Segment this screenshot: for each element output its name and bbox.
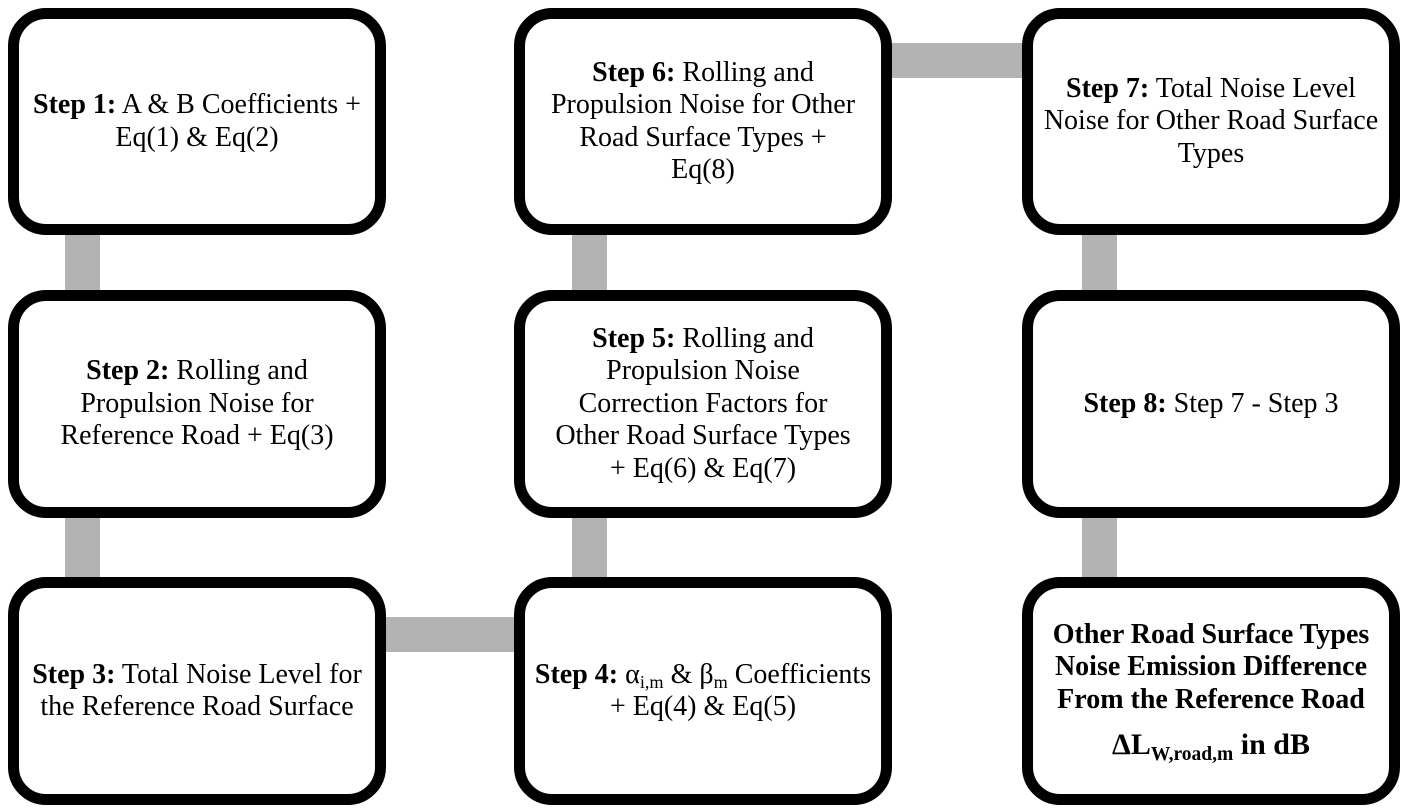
connector-step6-step7 [886, 43, 1030, 78]
step1-text: Step 1: A & B Coefficients + Eq(1) & Eq(… [25, 89, 370, 154]
step4-text: Step 4: αi,m & βm Coefficients + Eq(4) &… [531, 659, 876, 724]
step5-label: Step 5: [592, 322, 676, 354]
step3-text: Step 3: Total Noise Level for the Refere… [25, 659, 370, 724]
flow-box-step2: Step 2: Rolling and Propulsion Noise for… [8, 290, 386, 518]
result-formula-unit: in dB [1233, 728, 1310, 762]
connector-step3-step4 [378, 617, 522, 652]
step2-text: Step 2: Rolling and Propulsion Noise for… [43, 355, 351, 452]
step1-label: Step 1: [33, 89, 117, 121]
step5-description: Rolling and Propulsion Noise Correction … [555, 322, 851, 484]
flow-box-step5: Step 5: Rolling and Propulsion Noise Cor… [514, 290, 892, 518]
flow-box-step8: Step 8: Step 7 - Step 3 [1022, 290, 1400, 518]
step8-text: Step 8: Step 7 - Step 3 [1083, 388, 1338, 420]
connector-step8-result [1082, 508, 1117, 588]
step2-description: Rolling and Propulsion Noise for Referen… [60, 355, 334, 452]
step4-description: Coefficients + Eq(4) & Eq(5) [609, 658, 872, 722]
flow-box-step4: Step 4: αi,m & βm Coefficients + Eq(4) &… [514, 577, 892, 805]
step4-alpha-subscript: i,m [639, 671, 664, 692]
step7-description: Total Noise Level Noise for Other Road S… [1043, 72, 1379, 169]
step4-alpha: α [618, 658, 640, 690]
step4-beta: & β [663, 658, 714, 690]
result-text: Other Road Surface Types Noise Emission … [1040, 618, 1382, 765]
step3-label: Step 3: [32, 658, 116, 690]
connector-step4-step5 [572, 508, 607, 588]
flow-box-result: Other Road Surface Types Noise Emission … [1022, 577, 1400, 805]
result-formula-subscript: W,road,m [1150, 743, 1234, 765]
result-formula-delta-l: ΔL [1112, 728, 1151, 762]
flow-box-step7: Step 7: Total Noise Level Noise for Othe… [1022, 8, 1400, 235]
step6-description: Rolling and Propulsion Noise for Other R… [550, 56, 856, 185]
step5-text: Step 5: Rolling and Propulsion Noise Cor… [549, 323, 857, 485]
step3-description: Total Noise Level for the Reference Road… [40, 658, 362, 722]
step4-beta-subscript: m [713, 671, 728, 692]
flow-box-step3: Step 3: Total Noise Level for the Refere… [8, 577, 386, 805]
flow-box-step1: Step 1: A & B Coefficients + Eq(1) & Eq(… [8, 8, 386, 235]
step4-label: Step 4: [534, 658, 619, 690]
step8-description: Step 7 - Step 3 [1166, 387, 1339, 419]
connector-step2-step3 [65, 508, 100, 588]
flow-box-step6: Step 6: Rolling and Propulsion Noise for… [514, 8, 892, 235]
step6-label: Step 6: [592, 56, 676, 88]
result-description: Other Road Surface Types Noise Emission … [1052, 618, 1370, 715]
step8-label: Step 8: [1083, 387, 1167, 419]
step2-label: Step 2: [86, 355, 170, 387]
step7-label: Step 7: [1066, 72, 1150, 104]
step1-description: A & B Coefficients + Eq(1) & Eq(2) [115, 89, 361, 153]
result-formula: ΔLW,road,m in dB [1040, 728, 1382, 765]
step7-text: Step 7: Total Noise Level Noise for Othe… [1039, 73, 1384, 170]
step6-text: Step 6: Rolling and Propulsion Noise for… [549, 57, 857, 187]
